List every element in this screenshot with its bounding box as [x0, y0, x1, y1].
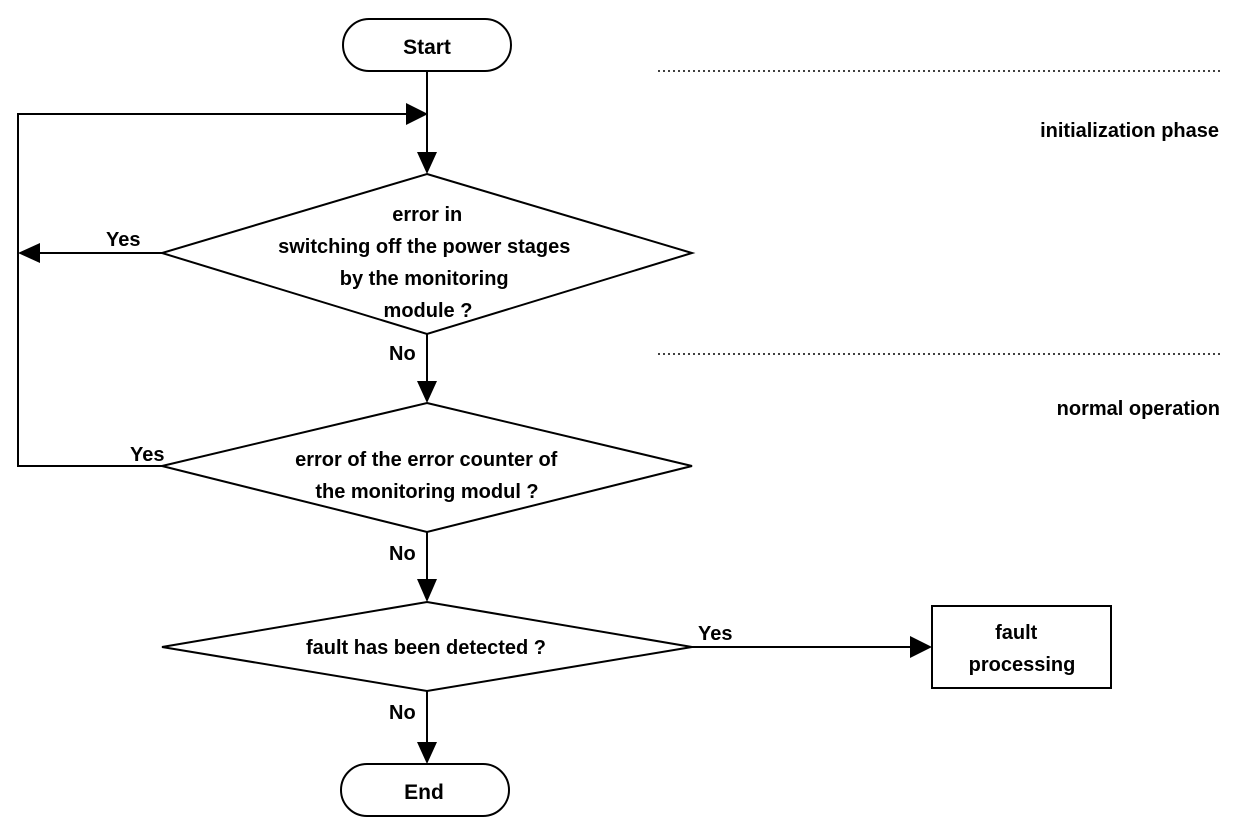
decision1-line-3: by the monitoring: [340, 268, 509, 290]
arrowhead-decision1: [417, 152, 437, 174]
decision1-no-label: No: [389, 343, 416, 365]
decision2-yes-label: Yes: [130, 444, 164, 466]
phase-label-normal-operation: normal operation: [1057, 398, 1220, 420]
process-line-1: fault: [995, 622, 1038, 644]
decision3-yes-label: Yes: [698, 623, 732, 645]
process-text: fault processing: [969, 622, 1076, 676]
start-label: Start: [403, 36, 451, 59]
process-line-2: processing: [969, 654, 1076, 676]
arrowhead-decision2: [417, 381, 437, 403]
phase-label-initialization: initialization phase: [1040, 120, 1219, 142]
decision2-text: error of the error counter of the monito…: [295, 449, 563, 503]
fault-processing-box: [931, 605, 1112, 689]
connector-loop-back: [17, 113, 408, 467]
arrowhead-loop-back: [406, 103, 428, 125]
decision3-no-label: No: [389, 702, 416, 724]
decision1-text: error in switching off the power stages …: [278, 204, 576, 322]
end-label: End: [404, 781, 444, 804]
decision1-line-2: switching off the power stages: [278, 236, 570, 258]
decision2-no-label: No: [389, 543, 416, 565]
decision1-yes-label: Yes: [106, 229, 140, 251]
arrowhead-process: [910, 636, 932, 658]
decision2-line-1: error of the error counter of: [295, 449, 558, 471]
arrowhead-end: [417, 742, 437, 764]
arrowhead-decision1-yes: [18, 243, 40, 263]
decision3-text: fault has been detected ?: [306, 637, 546, 659]
decision1-line-4: module ?: [384, 300, 473, 322]
decision1-line-1: error in: [392, 204, 462, 226]
arrowhead-decision3: [417, 579, 437, 602]
decision2-line-2: the monitoring modul ?: [315, 481, 538, 503]
end-terminator: [340, 763, 510, 817]
